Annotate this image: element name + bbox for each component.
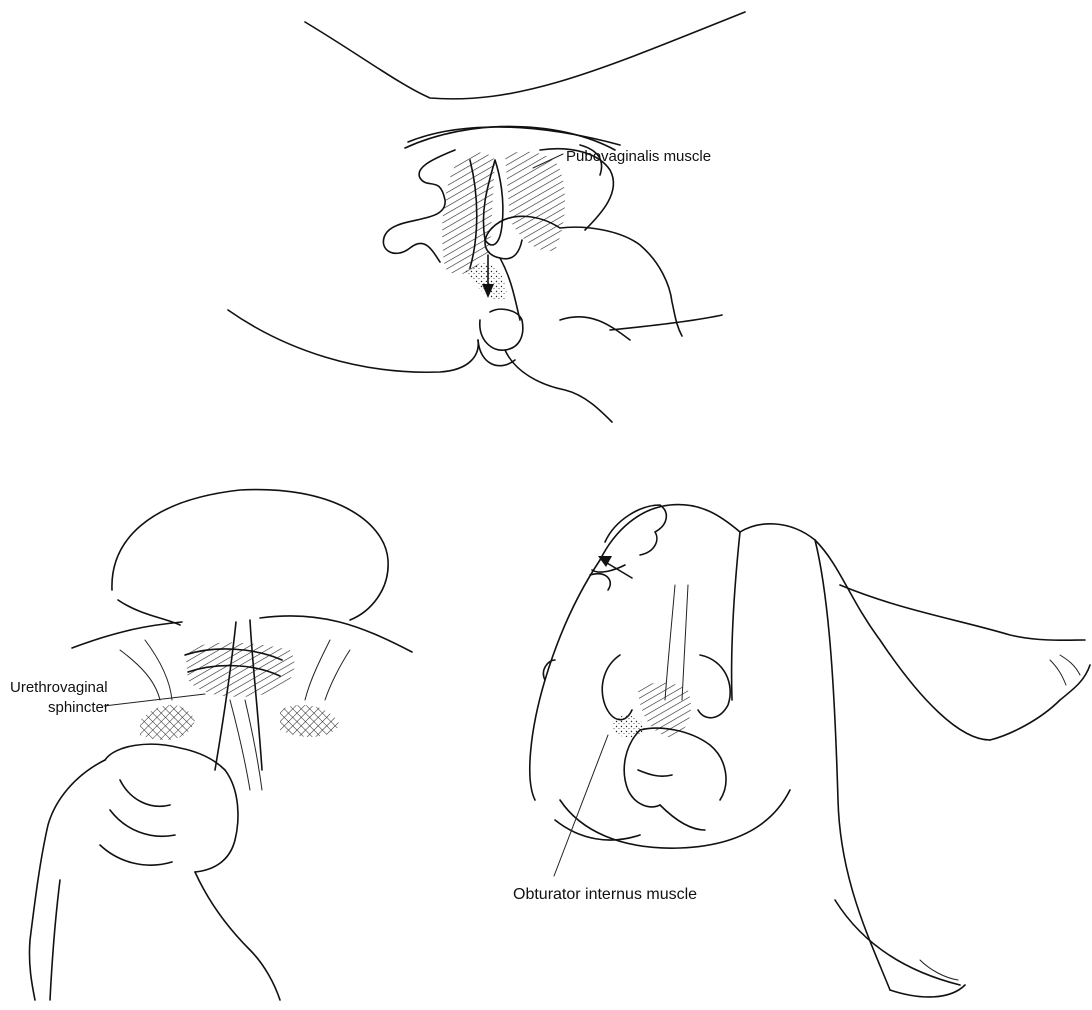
bottom-left-illustration-sphincter bbox=[29, 490, 412, 1000]
obturator-callout: Obturator internus muscle bbox=[513, 735, 697, 903]
urethrovaginal-leader-line bbox=[104, 694, 205, 706]
obturator-leader-line bbox=[554, 735, 608, 876]
urethrovaginal-label-line1: Urethrovaginal bbox=[10, 679, 108, 696]
pubovaginalis-label: Pubovaginalis muscle bbox=[566, 148, 711, 165]
top-illustration-perineum bbox=[228, 12, 745, 422]
pubovaginalis-callout: Pubovaginalis muscle bbox=[533, 148, 711, 168]
bottom-right-illustration-legs bbox=[530, 505, 1090, 997]
obturator-label: Obturator internus muscle bbox=[513, 886, 697, 903]
urethrovaginal-label-line2: sphincter bbox=[48, 699, 109, 716]
